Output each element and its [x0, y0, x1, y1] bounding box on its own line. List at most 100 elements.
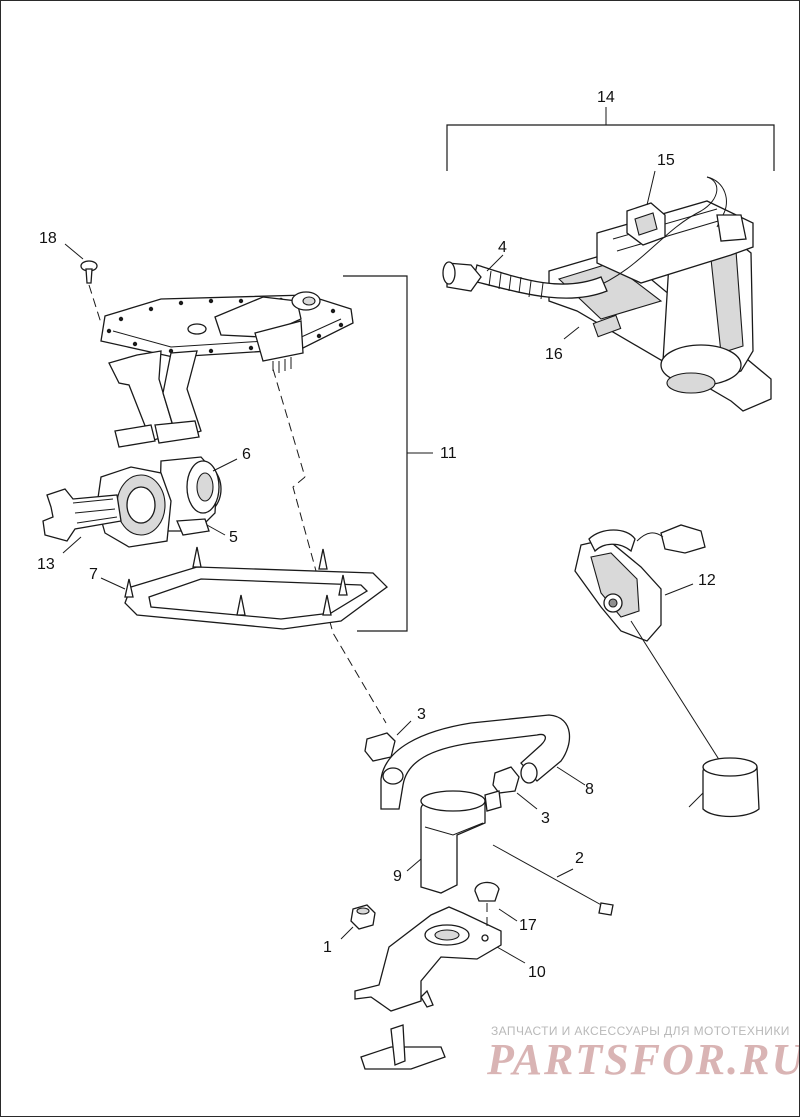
callout-15: 15 [657, 152, 675, 169]
pump-inlet [666, 372, 716, 394]
fuel-hose-assembly: 3 3 8 9 [364, 706, 594, 894]
pump-upper-clip [716, 214, 747, 242]
tank-flange-plate [100, 291, 387, 724]
grommet [474, 881, 500, 902]
callout-3-upper: 3 [417, 706, 426, 723]
pump-base-tab [592, 314, 622, 338]
callout-9: 9 [393, 868, 402, 885]
plate-connector-housing [254, 320, 304, 362]
leader-3a [396, 720, 412, 736]
leader-9 [406, 858, 422, 872]
cable-tie-strap [492, 844, 606, 908]
quick-connector-end [442, 261, 456, 285]
leader-1 [340, 926, 354, 940]
sender-float-arm [630, 620, 726, 770]
leader-17 [498, 908, 518, 922]
leader-6 [212, 458, 238, 472]
plate-connector-pins [272, 357, 292, 373]
sender-connector [660, 524, 706, 554]
callout-13: 13 [37, 556, 55, 573]
mount-bracket-hole [481, 934, 489, 942]
callout-18: 18 [39, 230, 57, 247]
sender-hose-loop [588, 529, 636, 553]
fuel-filter-top [420, 790, 486, 812]
fuel-pump-assembly: 6 5 13 [37, 446, 251, 573]
fuel-level-sender: 12 [574, 524, 760, 818]
pump-connector-ribs [72, 498, 118, 524]
callout-1: 1 [323, 939, 332, 956]
plate-dash-line-upper [272, 368, 306, 478]
callout-17: 17 [519, 917, 537, 934]
leader-7 [100, 577, 126, 590]
pump-top-cover [596, 200, 754, 284]
cable-tie: 2 [492, 844, 614, 916]
leader-4 [486, 254, 504, 272]
sender-float-top [702, 757, 758, 777]
pump-clamp-tab [176, 518, 210, 536]
hose-clamp-upper [364, 732, 396, 762]
fuel-pump-module: 4 15 16 [442, 152, 772, 412]
pump-line-corrugation [488, 270, 544, 300]
hanger-bracket-right [162, 350, 202, 440]
flange-plate-rim [112, 318, 342, 348]
callout-5: 5 [229, 529, 238, 546]
leader-5 [206, 524, 226, 536]
leader-8 [556, 766, 586, 786]
fuel-hose-end-right [520, 762, 538, 784]
callout-6: 6 [242, 446, 251, 463]
callout-10: 10 [528, 964, 546, 981]
callout-group-14: 14 [446, 89, 775, 171]
leader-16 [563, 326, 580, 340]
fuel-filter-inlet [484, 790, 502, 812]
fuel-filter-seam [424, 822, 484, 836]
cable-tie-head [598, 902, 614, 916]
mount-bracket-assembly: 1 17 10 [323, 881, 546, 1070]
fuel-hose-end-left [382, 767, 404, 785]
callout-14: 14 [597, 89, 615, 106]
leader-15 [646, 170, 656, 206]
flange-bolt-holes [106, 297, 344, 354]
watermark-caption: ЗАПЧАСТИ И АКСЕССУАРЫ ДЛЯ МОТОТЕХНИКИ [491, 1024, 790, 1038]
pump-fuel-line [472, 264, 608, 299]
pump-connector-latch [634, 212, 658, 236]
hex-nut-bore [356, 907, 370, 915]
mount-bracket-cup-hole [434, 929, 460, 941]
mount-bracket-tab [420, 989, 434, 1008]
lower-clip-stud [390, 1024, 406, 1066]
leader-12 [664, 583, 694, 596]
plate-dash-line-lower [292, 476, 387, 724]
leader-2 [556, 868, 574, 878]
leader-3b [516, 792, 538, 810]
pump-base-plate [557, 262, 663, 320]
leader-13 [62, 536, 82, 554]
pump-harness-connector [42, 488, 122, 542]
hose-clamp-lower [492, 766, 520, 794]
gasket-inner [148, 578, 369, 620]
callout-3-lower: 3 [541, 810, 550, 827]
leader-10 [496, 946, 526, 964]
sender-lead-wire [636, 532, 664, 542]
callout-7: 7 [89, 566, 98, 583]
callout-2: 2 [575, 850, 584, 867]
callout-16: 16 [545, 346, 563, 363]
hanger-foot-right [154, 420, 200, 444]
bracket-14 [446, 124, 775, 171]
callout-4: 4 [498, 239, 507, 256]
gasket-studs [124, 546, 348, 616]
callout-12: 12 [698, 572, 716, 589]
hanger-foot-left [114, 424, 156, 448]
sender-float-tip [688, 792, 704, 808]
screw-18: 18 [39, 230, 102, 324]
callout-group-11: 11 [343, 275, 457, 632]
screw-shank [85, 268, 93, 284]
callout-8: 8 [585, 781, 594, 798]
plate-outlet-bore [302, 296, 316, 306]
leader-18 [64, 243, 84, 260]
callout-11: 11 [440, 445, 457, 462]
screw-dash-line [88, 284, 102, 324]
pump-motor-cap [196, 472, 214, 502]
watermark-logo: PARTSFOR.RU [487, 1035, 800, 1084]
gasket-7: 7 [89, 546, 388, 630]
